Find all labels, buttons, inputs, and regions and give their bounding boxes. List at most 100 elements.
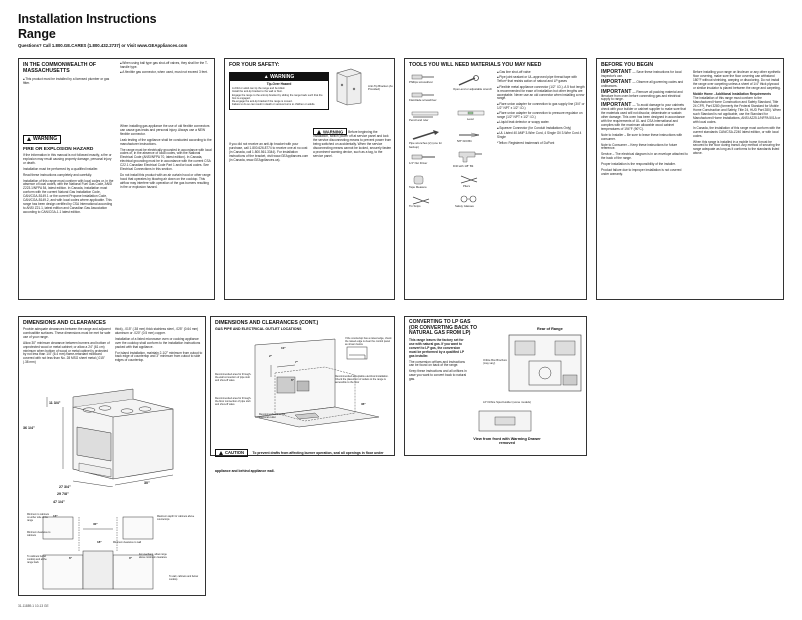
tip-warning-label: WARNING xyxy=(270,74,295,80)
nut-driver-icon xyxy=(411,154,435,160)
before-p1: Note to Installer – Be sure to leave the… xyxy=(601,132,683,141)
d7-label: 7" xyxy=(295,360,299,364)
anti-tip-label: Anti-Tip Bracket (As Provided) xyxy=(368,84,393,92)
tool-label: Pliers xyxy=(463,184,470,188)
tool-label: Safety Glasses xyxy=(455,204,474,208)
tin-snips-icon xyxy=(412,196,430,205)
d2-label: 2" xyxy=(269,354,273,358)
tool-label: Open-end or adjustable wrench xyxy=(453,87,493,91)
warning2-text-label: WARNING xyxy=(323,129,344,134)
tools-footnote: *Teflon: Registered trademark of DuPont xyxy=(497,141,555,146)
before-c2p1: Before installing your range on linoleum… xyxy=(693,70,781,90)
material-item: Squeeze Connector (for Conduit Installat… xyxy=(497,126,585,131)
page-header: Installation Instructions Range Question… xyxy=(18,12,187,48)
material-item: Gas line shut-off valve xyxy=(497,70,585,75)
mobile-home-title: Mobile Home - Additional Installation Re… xyxy=(693,91,771,96)
view-note: View from front with Warming Drawer remo… xyxy=(473,437,541,446)
ma-bullet-2: When using ball type gas shut-off valves… xyxy=(120,61,212,70)
dimensions-title: DIMENSIONS AND CLEARANCES xyxy=(23,320,106,326)
warning-triangle-icon xyxy=(27,136,31,141)
fire-hazard-block: WARNING FIRE OR EXPLOSION HAZARD If the … xyxy=(23,127,115,215)
tool-label: Tin Snips xyxy=(409,204,421,208)
tip-line: Failure to do so can result in death or … xyxy=(232,103,316,107)
important-label: IMPORTANT xyxy=(601,102,632,109)
fire-p7: The range must be electrically grounded … xyxy=(120,147,212,172)
before-col-right: Before installing your range on linoleum… xyxy=(693,70,781,156)
important-label: IMPORTANT xyxy=(601,88,632,95)
important-text: Observe all governing codes and ordinanc… xyxy=(601,79,684,88)
tip-line: Install the anti-tip bracket to the wall… xyxy=(232,90,283,94)
wrench-icon xyxy=(458,75,479,86)
tool-label: Pipe wrenches (2) (one for backup) xyxy=(409,141,442,149)
safety-glasses-icon xyxy=(460,195,477,203)
outlet-note: Recommended area for electrical outlet xyxy=(259,413,286,420)
min-clear-label: Minimum clearance to cabinets xyxy=(27,531,51,537)
material-item: Flexible metal appliance connector (1/2"… xyxy=(497,85,585,102)
phillips-screwdriver-icon xyxy=(411,74,434,80)
warming-drawer-view-illustration xyxy=(478,410,532,432)
tape-measure-icon xyxy=(413,175,424,185)
anti-tip-bracket-illustration xyxy=(336,68,362,106)
lp-title-2: (OR CONVERTING BACK TO xyxy=(409,324,477,331)
page-title: Installation Instructions xyxy=(18,12,157,26)
dimensions-col-right: thick), .015" (.38 mm) thick stainless s… xyxy=(115,327,203,363)
material-item: Flare union adapter for connection to ga… xyxy=(497,102,585,111)
tool-label: Tape Measure xyxy=(409,185,427,189)
dims-cont-title: DIMENSIONS AND CLEARANCES (CONT.) xyxy=(215,320,319,326)
caution-block: CAUTION To prevent drafts from affecting… xyxy=(215,441,393,477)
before-section: BEFORE YOU BEGIN IMPORTANT — Save these … xyxy=(596,58,784,300)
tool-label: 1/4" Nut Driver xyxy=(409,161,428,165)
dim-height-label: 36 1/4" xyxy=(23,426,35,430)
dimensions-col-left: Provide adequate clearances between the … xyxy=(23,327,111,365)
dim-cab-label: 30" xyxy=(144,481,150,485)
fire-p4: Installation of this range must conform … xyxy=(23,178,114,214)
min-cab-label: Minimum to cabinets on either side of th… xyxy=(27,513,49,522)
questions-line: Questions? Call 1.800.GE.CARES (1.800.43… xyxy=(18,43,188,48)
massachusetts-col-left: This product must be installed by a lice… xyxy=(23,77,115,86)
important-text: Save these instructions for local inspec… xyxy=(601,70,682,78)
cab-depth-label: Maximum depth for cabinets above counter… xyxy=(157,515,195,521)
to-wall-label: To wall, cabinets and below cooktop xyxy=(169,575,199,581)
before-p5: Product failure due to improper installa… xyxy=(601,168,682,176)
dim-p5: For island installation, maintain 2-1/2"… xyxy=(115,350,203,363)
tip-line: Re-engage the anti-tip bracket if the ra… xyxy=(232,100,293,104)
tool-label: Flat-blade screwdriver xyxy=(409,98,437,102)
tools-title: TOOLS YOU WILL NEED MATERIALS YOU MAY NE… xyxy=(409,62,542,68)
dim-depth-label: 27 3/4" xyxy=(59,485,71,489)
before-c2p2: The installation of this range must conf… xyxy=(693,96,781,124)
caution-label-text: CAUTION xyxy=(225,450,245,455)
tool-label: Drill with 1/8" Bit xyxy=(453,164,474,168)
flat-screwdriver-icon xyxy=(411,92,434,98)
d30-label: 30" xyxy=(93,522,98,526)
safety-title: FOR YOUR SAFETY: xyxy=(229,62,280,68)
to-cab-label: To cabinets below cooktop and at the ran… xyxy=(27,555,47,564)
tip-over-warning: ▲ WARNING Tip-Over Hazard A child or adu… xyxy=(229,72,329,110)
material-item: Liquid leak detector or soapy water. xyxy=(497,121,585,125)
fire-warning-text: WARNING xyxy=(33,136,58,142)
d36-label: 36" xyxy=(361,402,366,406)
material-item: UL Listed 40 AMP 3-Wire Cord, 4 Single O… xyxy=(497,131,585,140)
tools-grid: Phillips screwdriver Flat-blade screwdri… xyxy=(409,71,493,261)
tool-label: Pencil and ruler xyxy=(409,118,429,122)
dim-p4: Installation of a listed microwave oven … xyxy=(115,336,201,349)
before-c2p3: In Canada, the installation of this rang… xyxy=(693,125,781,138)
tool-label: 5/8" Drill Bit xyxy=(457,139,472,143)
before-title: BEFORE YOU BEGIN xyxy=(601,62,654,68)
orifice-note: Orifice Box Brochure (may vary) xyxy=(483,359,507,366)
warning2-block: WARNING Before beginning the installatio… xyxy=(313,128,393,159)
lp-title-1: CONVERTING TO LP GAS xyxy=(409,319,471,325)
lp-title-3: NATURAL GAS FROM LP) xyxy=(409,330,471,337)
warning-triangle-icon xyxy=(219,450,223,455)
fire-p3: Read these instructions completely and c… xyxy=(23,172,93,177)
drill-bit-icon xyxy=(459,132,480,138)
safety-section: FOR YOUR SAFETY: ▲ WARNING Tip-Over Haza… xyxy=(224,58,395,300)
range-dimension-illustration xyxy=(46,388,174,487)
pliers-icon xyxy=(460,175,478,184)
tip-over-title: Tip-Over Hazard xyxy=(266,82,292,86)
dim-open-label: 47 1/4" xyxy=(53,500,65,504)
materials-list: Gas line shut-off valve Pipe joint seala… xyxy=(497,70,585,146)
before-p2: Note to Consumer – Keep these instructio… xyxy=(601,142,678,151)
important-label: IMPORTANT xyxy=(601,69,632,75)
d6-label: 6" xyxy=(291,378,295,382)
lp-p2: Keep these instructions and all orifices… xyxy=(409,369,467,382)
